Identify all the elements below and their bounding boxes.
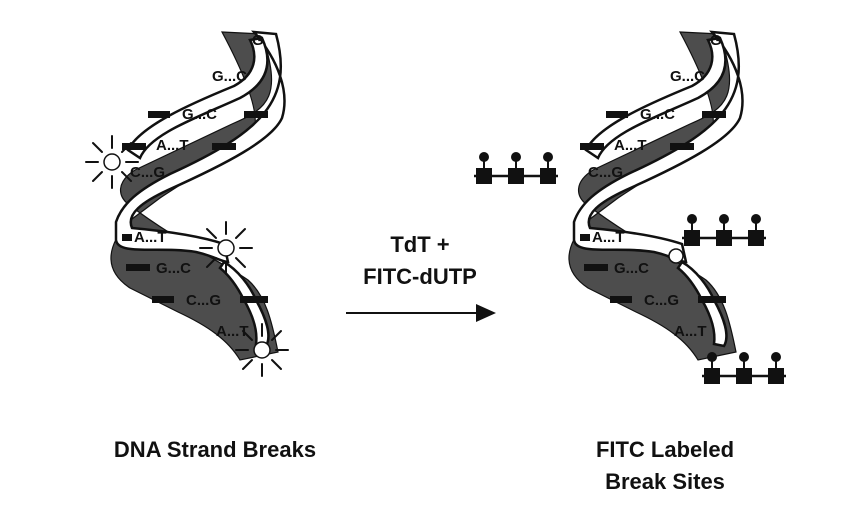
break-site-marker [668, 248, 684, 264]
base-pair-label: A...T [614, 137, 647, 154]
base-pair-label: C...G [588, 164, 623, 181]
fitc-dutp-chain-icon [680, 212, 768, 248]
right-caption-line-2: Break Sites [605, 469, 725, 494]
base-pair-label: G...C [640, 106, 675, 123]
base-pair-label: G...C [182, 106, 217, 123]
right-caption-line-1: FITC Labeled [596, 437, 734, 462]
base-pair-label: C...G [130, 164, 165, 181]
break-burst-icon [199, 221, 253, 275]
base-pair-label: A...T [156, 137, 189, 154]
reaction-reagent-line-2: FITC-dUTP [363, 264, 477, 289]
fitc-dutp-chain-icon [700, 350, 788, 386]
base-pair-label: G [252, 32, 264, 49]
base-pair-label: G...C [614, 260, 649, 277]
base-pair-label: G...C [212, 68, 247, 85]
base-pair-label: G...C [670, 68, 705, 85]
left-helix: G G...C G...C A...T C...G A...T G...C C.… [85, 30, 289, 377]
base-pair-label: A...T [134, 229, 167, 246]
base-pair-label: A...T [674, 323, 707, 340]
left-caption: DNA Strand Breaks [114, 437, 316, 462]
reaction-step: TdT + FITC-dUTP [346, 232, 496, 322]
reaction-arrow-icon [346, 304, 496, 322]
base-pair-label: A...T [592, 229, 625, 246]
base-pair-label: C...G [644, 292, 679, 309]
base-pair-label: C...G [186, 292, 221, 309]
base-pair-label: G [710, 32, 722, 49]
base-pair-label: G...C [156, 260, 191, 277]
base-pair-label: A...T [216, 323, 249, 340]
reaction-reagent-line-1: TdT + [390, 232, 449, 257]
left-helix-strands [109, 30, 286, 362]
right-helix-strands [567, 30, 744, 362]
right-helix: G G...C G...C A...T C...G A...T G...C C.… [472, 30, 788, 386]
fitc-dutp-chain-icon [472, 150, 560, 186]
